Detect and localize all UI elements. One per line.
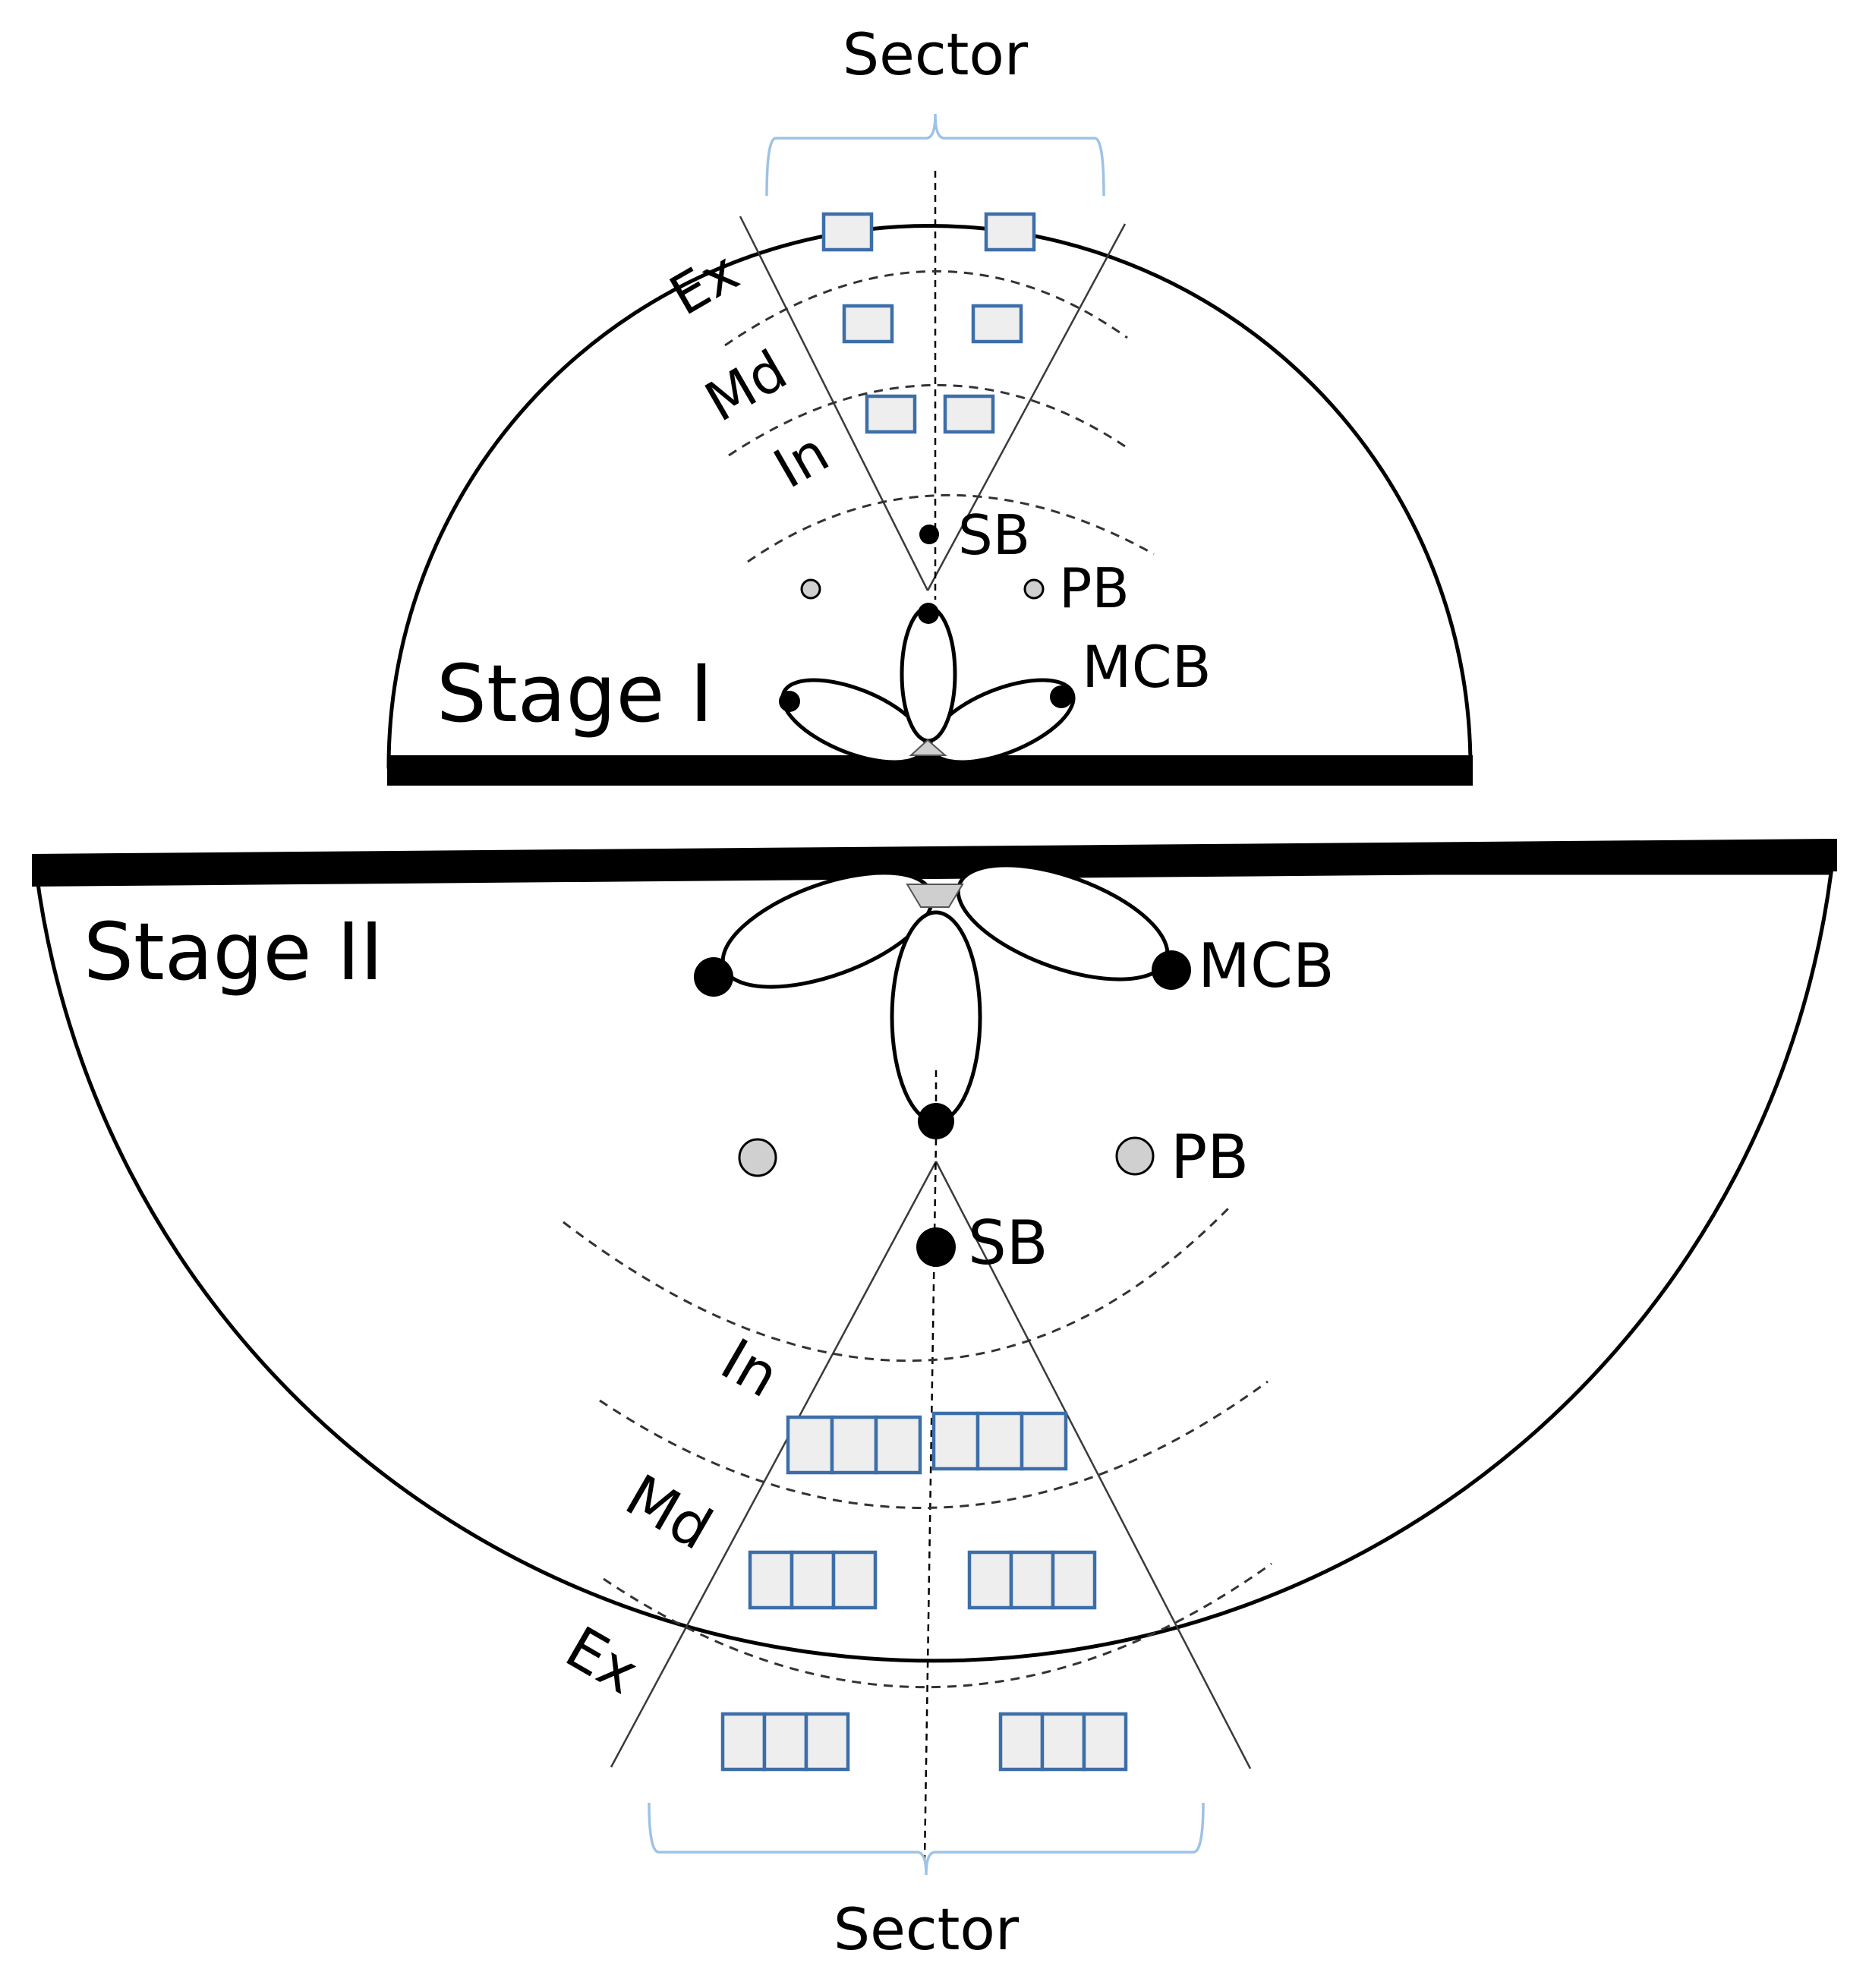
stage-one-panel: Sector Ex Md In SB PB (386, 20, 1473, 786)
stage-two-cells (720, 1411, 1128, 1772)
stage-one-base-wall (387, 755, 1473, 786)
cell (975, 1411, 1024, 1471)
stage-two-pb-label: PB (1171, 1122, 1249, 1192)
stage-one-sb-label: SB (958, 503, 1030, 567)
stage-one-sb-node (919, 525, 939, 544)
stage-two-sector-brace (648, 1802, 1205, 1876)
stage-one-mcb-label: MCB (1082, 633, 1212, 701)
cell (831, 1550, 878, 1610)
petal (890, 910, 982, 1124)
cell (748, 1550, 794, 1610)
stage-two-layer-boundary-md-ex (603, 1562, 1272, 1689)
stage-two-sb-label: SB (968, 1208, 1048, 1278)
cell (786, 1415, 834, 1475)
cell (967, 1550, 1013, 1610)
cell (931, 1411, 980, 1471)
stage-two-mcb-node-left (694, 957, 733, 997)
cell (971, 304, 1023, 344)
petal-hub (909, 739, 947, 756)
stage-one-mcb-node-right (1050, 685, 1073, 708)
stage-one-sector-label: Sector (843, 20, 1029, 88)
stage-two-sector-left-boundary (610, 1161, 938, 1768)
petal (900, 605, 957, 743)
stage-one-layer-boundary-md-in (728, 383, 1128, 457)
cell (1040, 1712, 1086, 1772)
cell (1051, 1550, 1097, 1610)
stage-one-sector-right-boundary (926, 223, 1127, 591)
stage-one-mcb-node-left (779, 691, 800, 712)
stage-one-layer-boundary-in-corpus (747, 493, 1155, 563)
stage-one-cells (821, 212, 1036, 434)
stage-one-petals (780, 605, 1076, 764)
cell (821, 212, 874, 252)
cell (1020, 1411, 1068, 1471)
stage-two-top-wall (32, 839, 1837, 887)
stage-two-layer-boundary-corpus-in (563, 1205, 1231, 1363)
cell (842, 304, 894, 344)
stage-two-sb-node (916, 1227, 956, 1267)
cell (762, 1712, 808, 1772)
stage-one-layer-boundary-ex-md (724, 269, 1128, 347)
stage-one-pb-node-right (1023, 578, 1045, 600)
cell (804, 1712, 850, 1772)
stage-one-sector-brace (765, 113, 1105, 197)
stage-two-sector-axis (923, 1138, 938, 1860)
stage-two-sector-right-boundary (934, 1161, 1252, 1769)
cell (1082, 1712, 1128, 1772)
stage-two-title: Stage II (84, 906, 383, 998)
cell (830, 1415, 878, 1475)
stage-two-pb-node-right (1115, 1136, 1155, 1176)
stage-two-layer-boundary-in-md (599, 1380, 1269, 1509)
cell (874, 1415, 922, 1475)
cell (720, 1712, 767, 1772)
stage-two-mcb-node-right (1152, 950, 1191, 990)
cell (865, 394, 917, 434)
stage-one-pb-node-left (800, 578, 821, 600)
stage-two-apical-node (918, 1103, 954, 1139)
stage-two-pb-node-left (738, 1138, 777, 1177)
stage-two-panel: MCB PB SB (32, 839, 1837, 1963)
stage-two-layer-label-ex: Ex (555, 1613, 650, 1707)
petal-hub (906, 884, 964, 908)
stage-one-pb-label: PB (1059, 556, 1130, 620)
stage-two-sector-label: Sector (834, 1895, 1020, 1963)
cell (790, 1550, 836, 1610)
stage-two-mcb-label: MCB (1198, 931, 1335, 1001)
cell (984, 212, 1036, 252)
stage-one-apical-node (918, 603, 939, 624)
cell (943, 394, 995, 434)
stage-one-title: Stage I (437, 647, 713, 740)
cell (1009, 1550, 1055, 1610)
cell (998, 1712, 1045, 1772)
